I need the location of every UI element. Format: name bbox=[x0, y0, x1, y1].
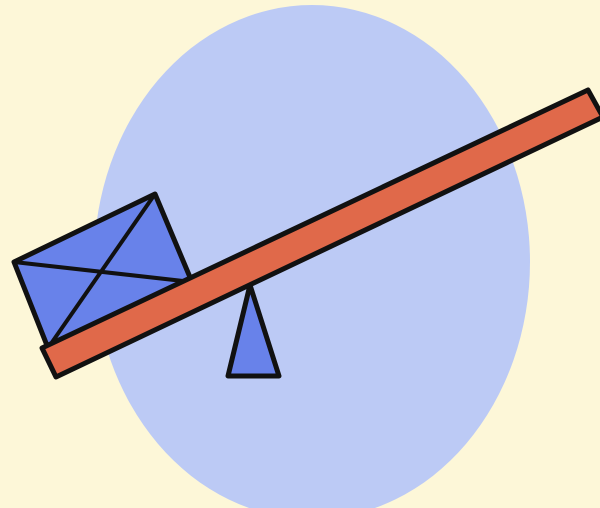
seesaw-diagram bbox=[0, 0, 600, 508]
seesaw-illustration bbox=[0, 0, 600, 508]
